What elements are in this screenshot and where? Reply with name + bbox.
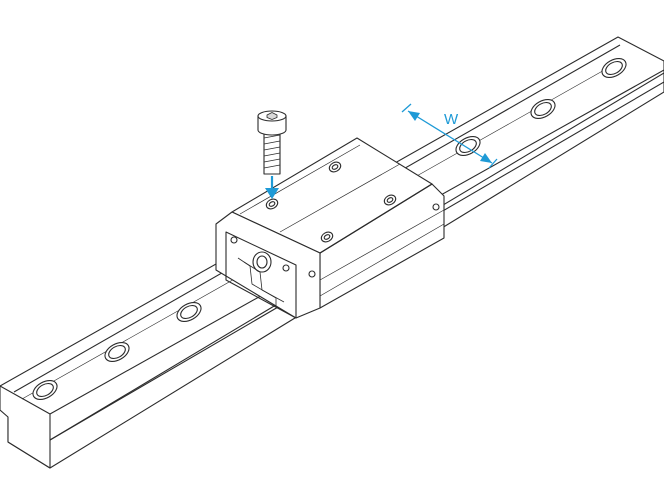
dimension-arrow-start <box>408 111 420 121</box>
carriage-mounting-holes <box>265 161 397 243</box>
dimension-arrow-end <box>480 153 492 163</box>
screw-insert-arrow <box>265 176 279 199</box>
cap-screw <box>257 110 287 175</box>
width-dimension: W <box>401 103 498 169</box>
rail-mounting-holes <box>32 58 627 400</box>
carriage-block <box>215 137 445 319</box>
dimension-line <box>407 110 493 164</box>
carriage-end-face <box>215 211 321 319</box>
dimension-label-w: W <box>444 111 459 128</box>
